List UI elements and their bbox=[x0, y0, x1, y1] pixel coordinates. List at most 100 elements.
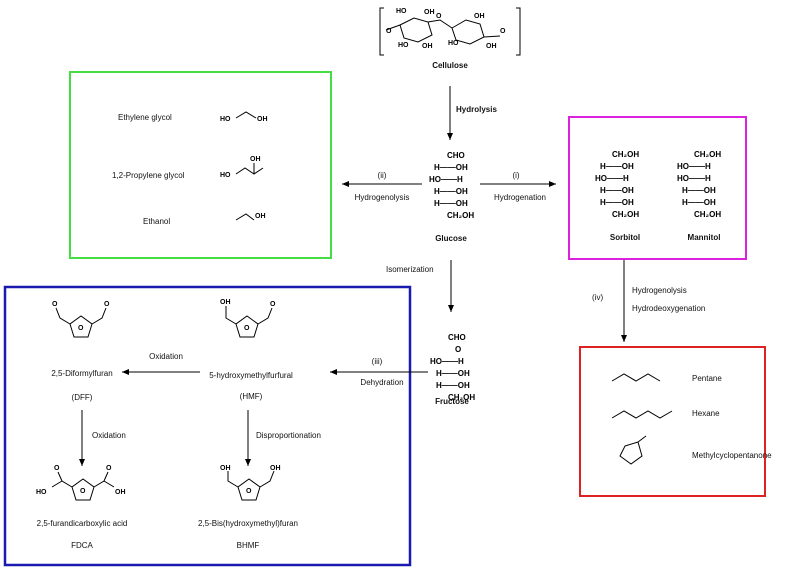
fructose-row: CHO bbox=[448, 333, 466, 342]
bhmf-oh: OH bbox=[220, 465, 231, 472]
dff-name: 2,5-Diformylfuran bbox=[51, 369, 112, 378]
cellulose-oh-label: OH bbox=[474, 13, 485, 20]
dff-aldehyde-o: O bbox=[104, 301, 110, 308]
cellulose-o-label: O bbox=[436, 13, 442, 20]
methylcyclopentanone-structure bbox=[619, 435, 647, 465]
fructose-structure: CHO O HO——H H——OH H——OH CH₂OH bbox=[430, 333, 475, 402]
mannitol-row: CH₂OH bbox=[694, 210, 721, 219]
mannitol-row: HO——H bbox=[677, 174, 711, 183]
fdca-ring-o: O bbox=[80, 488, 86, 495]
route-iv-label-2: Hydrodeoxygenation bbox=[632, 304, 705, 313]
route-ii-label: Hydrogenolysis bbox=[355, 193, 410, 202]
glucose-row: H——OH bbox=[434, 199, 468, 208]
cellulose-oh-label: HO bbox=[448, 40, 459, 47]
mannitol-label: Mannitol bbox=[688, 233, 721, 242]
fdca-ho: HO bbox=[36, 489, 47, 496]
cellulose-oh-label: HO bbox=[396, 8, 407, 15]
dff-abbr: (DFF) bbox=[72, 393, 93, 402]
fructose-row: HO——H bbox=[430, 357, 464, 366]
disproportionation-label: Disproportionation bbox=[256, 431, 321, 440]
ethylene-glycol-label: Ethylene glycol bbox=[118, 113, 172, 122]
fdca-abbr: FDCA bbox=[71, 541, 93, 550]
route-i-label: Hydrogenation bbox=[494, 193, 546, 202]
cellulose-oh-label: OH bbox=[486, 43, 497, 50]
fdca-structure: O O O HO OH bbox=[36, 465, 126, 501]
fdca-name: 2,5-furandicarboxylic acid bbox=[37, 519, 128, 528]
sorbitol-row: H——OH bbox=[600, 198, 634, 207]
glucose-row: CHO bbox=[447, 151, 465, 160]
pentane-structure bbox=[611, 373, 661, 382]
glucose-label: Glucose bbox=[435, 234, 467, 243]
cellulose-oh-label: HO bbox=[398, 42, 409, 49]
hexane-structure bbox=[611, 410, 673, 419]
mannitol-row: HO——H bbox=[677, 162, 711, 171]
hmf-aldehyde-o: O bbox=[270, 301, 276, 308]
route-iv-label-1: Hydrogenolysis bbox=[632, 286, 687, 295]
hmf-structure: O OH O bbox=[220, 299, 276, 338]
hmf-abbr: (HMF) bbox=[240, 392, 263, 401]
fdca-oh: OH bbox=[115, 489, 126, 496]
isomerization-label: Isomerization bbox=[386, 265, 434, 274]
furan-box bbox=[3, 285, 412, 567]
pentane-label: Pentane bbox=[692, 374, 722, 383]
mannitol-row: CH₂OH bbox=[694, 150, 721, 159]
bhmf-structure: O OH OH bbox=[220, 465, 281, 501]
sorbitol-row: H——OH bbox=[600, 162, 634, 171]
glucose-row: H——OH bbox=[434, 187, 468, 196]
fructose-row: H——OH bbox=[436, 369, 470, 378]
hmf-ring-o: O bbox=[244, 325, 250, 332]
bhmf-name: 2,5-Bis(hydroxymethyl)furan bbox=[198, 519, 298, 528]
ethanol-structure: OH bbox=[235, 213, 266, 221]
sorbitol-structure: CH₂OH H——OH HO——H H——OH H——OH CH₂OH bbox=[595, 150, 639, 219]
dff-structure: O O O bbox=[52, 301, 110, 338]
sorbitol-row: CH₂OH bbox=[612, 210, 639, 219]
sorbitol-row: CH₂OH bbox=[612, 150, 639, 159]
sorbitol-label: Sorbitol bbox=[610, 233, 640, 242]
ethanol-oh: OH bbox=[255, 213, 266, 220]
glucose-row: HO——H bbox=[429, 175, 463, 184]
hmf-oh: OH bbox=[220, 299, 231, 306]
cellulose-oh-label: OH bbox=[424, 9, 435, 16]
cellulose-label: Cellulose bbox=[432, 61, 468, 70]
glucose-row: H——OH bbox=[434, 163, 468, 172]
hmf-name: 5-hydroxymethylfurfural bbox=[209, 371, 293, 380]
cellulose-structure: HO OH O O HO OH HO OH OH O bbox=[379, 7, 521, 56]
cellulose-o-label: O bbox=[500, 28, 506, 35]
dff-aldehyde-o: O bbox=[52, 301, 58, 308]
glucose-structure: CHO H——OH HO——H H——OH H——OH CH₂OH bbox=[429, 151, 474, 220]
ethylene-glycol-oh: OH bbox=[257, 116, 268, 123]
sorbitol-row: HO——H bbox=[595, 174, 629, 183]
methylcyclopentanone-label: Methylcyclopentanone bbox=[692, 451, 772, 460]
mannitol-structure: CH₂OH HO——H HO——H H——OH H——OH CH₂OH bbox=[677, 150, 721, 219]
route-iii-number: (iii) bbox=[372, 357, 383, 366]
hexane-label: Hexane bbox=[692, 409, 720, 418]
fructose-row: H——OH bbox=[436, 381, 470, 390]
fructose-row: O bbox=[455, 345, 461, 354]
fructose-label: Fructose bbox=[435, 397, 469, 406]
fructose-row: CH₂OH bbox=[448, 393, 475, 402]
ethanol-label: Ethanol bbox=[143, 217, 170, 226]
fdca-carbonyl-o: O bbox=[54, 465, 60, 472]
propylene-glycol-structure: HO OH bbox=[220, 156, 264, 179]
ethylene-glycol-structure: HO OH bbox=[220, 111, 268, 123]
cellulose-oh-label: OH bbox=[422, 43, 433, 50]
polyols-box bbox=[69, 71, 332, 259]
glucose-row: CH₂OH bbox=[447, 211, 474, 220]
alkanes-box bbox=[579, 346, 766, 497]
sorbitol-row: H——OH bbox=[600, 186, 634, 195]
propylene-glycol-ho: HO bbox=[220, 172, 231, 179]
bhmf-ring-o: O bbox=[246, 488, 252, 495]
route-ii-number: (ii) bbox=[378, 171, 387, 180]
mannitol-row: H——OH bbox=[682, 198, 716, 207]
bhmf-oh: OH bbox=[270, 465, 281, 472]
propylene-glycol-label: 1,2-Propylene glycol bbox=[112, 171, 185, 180]
hydrolysis-label: Hydrolysis bbox=[456, 105, 497, 114]
oxidation-label-1: Oxidation bbox=[149, 352, 183, 361]
oxidation-label-2: Oxidation bbox=[92, 431, 126, 440]
route-iv-number: (iv) bbox=[592, 293, 603, 302]
fdca-carbonyl-o: O bbox=[106, 465, 112, 472]
route-iii-label: Dehydration bbox=[360, 378, 403, 387]
bhmf-abbr: BHMF bbox=[237, 541, 260, 550]
cellulose-o-label: O bbox=[386, 28, 392, 35]
